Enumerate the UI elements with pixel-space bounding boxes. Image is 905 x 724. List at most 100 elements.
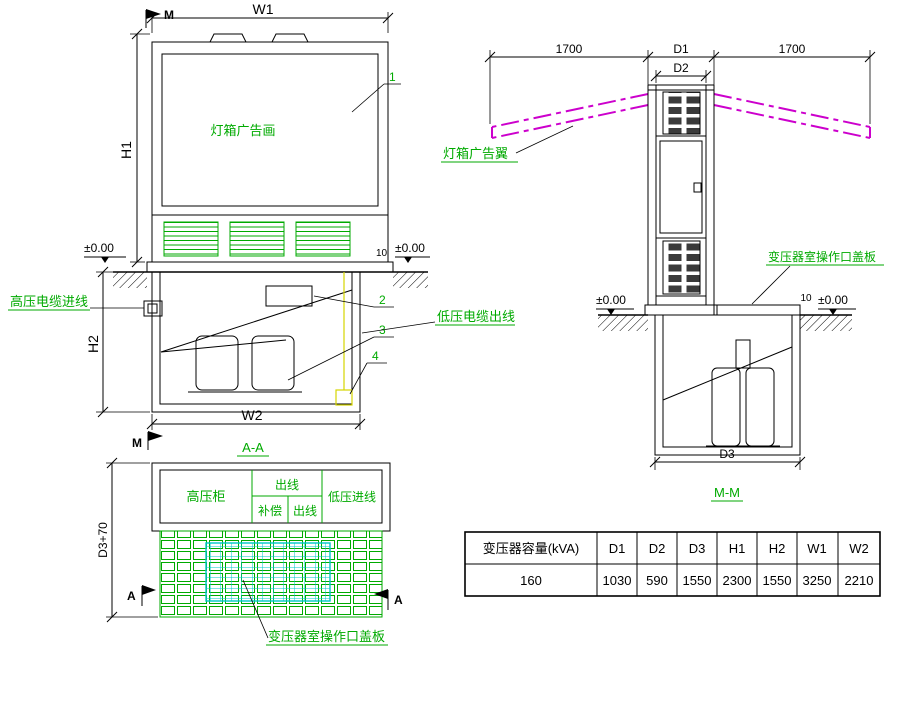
cover-label-group-side: 变压器室操作口盖板 bbox=[751, 249, 884, 305]
wing-left-bottom-edge bbox=[491, 104, 649, 139]
level-mark-icon bbox=[404, 257, 412, 263]
cover-plate-label-side: 变压器室操作口盖板 bbox=[768, 249, 876, 264]
lv-cable-box bbox=[335, 389, 353, 406]
wing-right-bottom-edge bbox=[713, 104, 871, 139]
table-value-w1: 3250 bbox=[803, 573, 832, 588]
spec-table: 变压器容量(kVA) D1 D2 D3 H1 H2 W1 W2 160 1030… bbox=[464, 531, 881, 597]
cover-plate-label: 变压器室操作口盖板 bbox=[268, 629, 385, 644]
side-view: 1700 D1 1700 D2 bbox=[441, 42, 884, 502]
plate-thickness-label: 10 bbox=[376, 248, 388, 259]
chamber-inner-wall bbox=[159, 271, 353, 405]
dim-w1-label: W1 bbox=[253, 1, 274, 17]
callout-2: 2 bbox=[313, 293, 394, 308]
table-value-d1: 1030 bbox=[603, 573, 632, 588]
marker-a-left-label: A bbox=[127, 589, 136, 603]
plan-cabinet-row bbox=[159, 469, 383, 524]
section-marker-a-left: A bbox=[127, 585, 156, 606]
underground-chamber-front bbox=[143, 271, 361, 413]
callout-1-label: 1 bbox=[389, 70, 396, 84]
section-label-mm: M-M bbox=[711, 485, 743, 502]
dim-d1-label: D1 bbox=[673, 42, 689, 56]
operation-cover-plate bbox=[713, 304, 801, 316]
hv-cable-entry bbox=[143, 300, 163, 317]
door-handle bbox=[693, 182, 702, 193]
lv-incoming-label: 低压进线 bbox=[328, 490, 376, 504]
outgoing-top-label: 出线 bbox=[275, 478, 299, 492]
callout-4-label: 4 bbox=[372, 349, 379, 363]
transformer-coil-left bbox=[195, 335, 239, 391]
wing-left-top-edge bbox=[491, 93, 649, 128]
dim-row-top: 1700 D1 1700 bbox=[484, 42, 876, 124]
section-marker-m-top: M bbox=[145, 8, 174, 28]
louver-vent-1 bbox=[163, 221, 219, 257]
table-value-h2: 1550 bbox=[763, 573, 792, 588]
wing-label: 灯箱广告翼 bbox=[443, 146, 508, 161]
earth-hatch-left bbox=[598, 315, 648, 331]
transformer-coil-right bbox=[251, 335, 295, 391]
billboard-picture-area bbox=[161, 53, 379, 207]
marker-m-bottom-label: M bbox=[132, 436, 142, 450]
outgoing-bottom-label: 出线 bbox=[293, 504, 317, 518]
dim-w2-label: W2 bbox=[242, 407, 263, 423]
level-left-label: ±0.00 bbox=[84, 241, 114, 255]
billboard-label: 灯箱广告画 bbox=[210, 123, 275, 138]
callout-4: 4 bbox=[349, 349, 387, 395]
dim-h1-label: H1 bbox=[118, 141, 134, 159]
plate-thickness-label-side: 10 bbox=[800, 293, 812, 304]
base-plate bbox=[146, 261, 394, 273]
hv-cable-label-group: 高压电缆进线 bbox=[8, 294, 144, 311]
lifting-lug-right bbox=[271, 33, 309, 43]
table-header-h1: H1 bbox=[729, 541, 746, 556]
louver-vent-3 bbox=[295, 221, 351, 257]
table-header-d3: D3 bbox=[689, 541, 706, 556]
hv-cabinet-label: 高压柜 bbox=[186, 489, 225, 504]
marker-a-right-label: A bbox=[394, 593, 403, 607]
earth-hatch-left bbox=[113, 272, 147, 288]
column-door bbox=[659, 140, 703, 234]
dim-d2: D2 bbox=[650, 61, 712, 83]
dim-w1: W1 bbox=[146, 1, 394, 33]
ground-level-side: ±0.00 10 ±0.00 bbox=[596, 293, 856, 331]
callout-2-label: 2 bbox=[379, 293, 386, 307]
compensation-label: 补偿 bbox=[258, 503, 282, 518]
wing-label-group: 灯箱广告翼 bbox=[441, 125, 574, 163]
section-flag-icon bbox=[142, 585, 156, 595]
transformer-side-left bbox=[711, 367, 741, 447]
cable-run-line-2 bbox=[160, 339, 287, 353]
table-header-d1: D1 bbox=[609, 541, 626, 556]
dim-d3-70-label: D3+70 bbox=[96, 522, 110, 558]
louver-vent-2 bbox=[229, 221, 285, 257]
chamber-inner-wall-side bbox=[662, 314, 793, 448]
transformer-bushing bbox=[735, 339, 751, 369]
dim-h1: H1 bbox=[118, 28, 150, 268]
section-aa-label: A-A bbox=[242, 440, 264, 455]
dim-h2-label: H2 bbox=[85, 335, 101, 353]
chamber-outer-wall bbox=[151, 271, 361, 413]
section-label-aa: A-A bbox=[237, 440, 269, 457]
billboard-column-side bbox=[644, 84, 718, 316]
level-mark-icon bbox=[607, 309, 615, 315]
plan-view: 高压柜 出线 补偿 出线 低压进线 变压器室操作口盖板 D3+70 A bbox=[96, 457, 403, 646]
earth-hatch-right bbox=[800, 315, 852, 331]
level-right-label-side: ±0.00 bbox=[818, 293, 848, 307]
chamber-outer-wall-side bbox=[654, 314, 801, 456]
front-view: M W1 灯箱广告画 1 bbox=[8, 1, 515, 457]
level-mark-icon bbox=[829, 309, 837, 315]
dim-d2-label: D2 bbox=[673, 61, 689, 75]
table-header-w1: W1 bbox=[807, 541, 827, 556]
table-value-d2: 590 bbox=[646, 573, 668, 588]
column-base-plate bbox=[644, 304, 718, 316]
billboard-front: 灯箱广告画 bbox=[151, 33, 389, 263]
transformer-side-right bbox=[745, 367, 775, 447]
section-flag-icon bbox=[148, 431, 163, 441]
table-value-h1: 2300 bbox=[723, 573, 752, 588]
table-value-d3: 1550 bbox=[683, 573, 712, 588]
dim-d3-label: D3 bbox=[719, 447, 735, 461]
underground-chamber-side bbox=[654, 314, 801, 456]
level-left-label-side: ±0.00 bbox=[596, 293, 626, 307]
dim-w2: W2 bbox=[146, 407, 366, 430]
section-marker-a-right: A bbox=[374, 589, 403, 610]
lv-cable-label: 低压电缆出线 bbox=[437, 309, 515, 324]
